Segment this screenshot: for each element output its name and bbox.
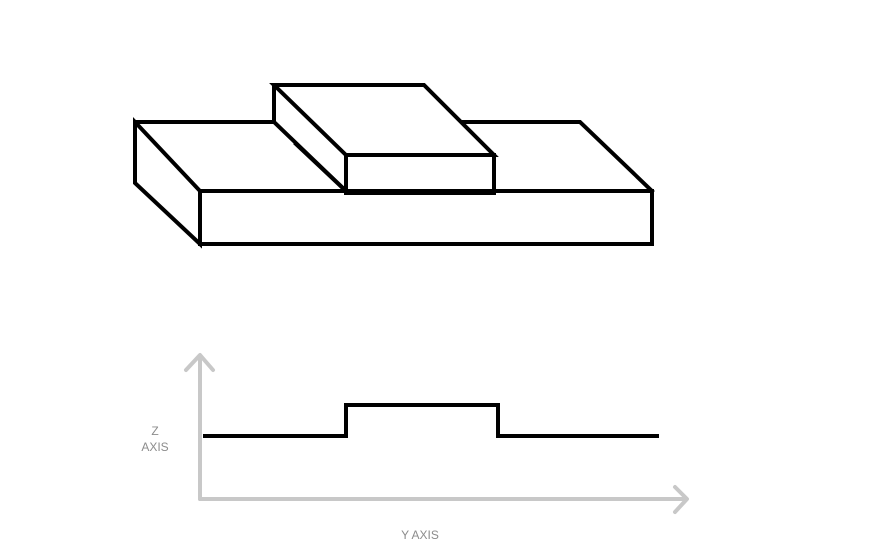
z-axis-label: Z AXIS [136,423,174,455]
isometric-block-drawing [133,83,655,249]
base-slab-front-face [198,189,654,246]
profile-graph [184,353,689,514]
z-axis-label-line1: Z [151,424,159,438]
z-axis-arrowhead [184,353,215,372]
raised-block-top-face [269,83,499,157]
base-slab-top-right-edge [462,120,655,194]
axes [184,353,689,514]
y-axis-arrowhead [673,485,689,514]
height-profile-line [203,403,659,438]
z-axis-label-line2: AXIS [141,440,169,454]
y-axis-label: Y AXIS [401,528,439,542]
raised-block-front-face [344,153,496,195]
base-slab-left-face [133,116,202,249]
raised-block-left-diagonal [271,119,349,194]
